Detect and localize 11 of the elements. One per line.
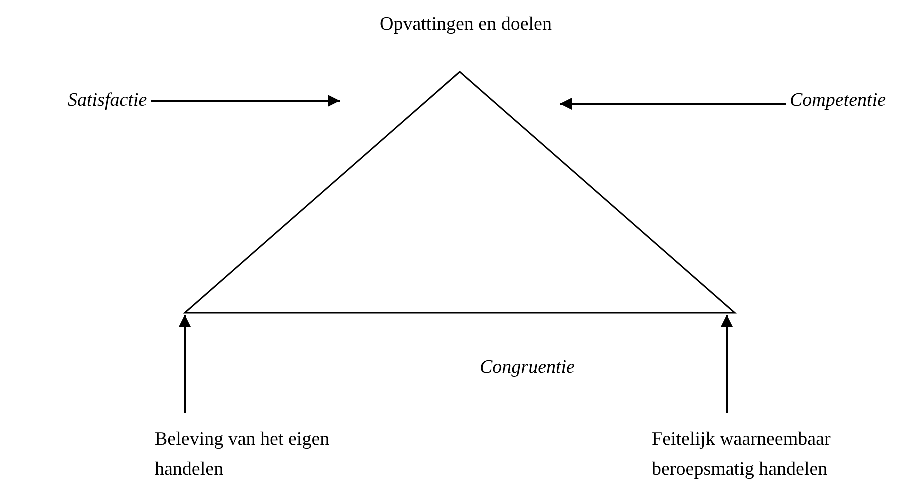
term-label: Satisfactie xyxy=(68,89,148,113)
triangle-outline xyxy=(185,72,735,313)
arrow xyxy=(151,95,340,107)
arrow xyxy=(721,315,733,413)
arrow xyxy=(560,98,786,110)
base-label: Congruentie xyxy=(480,356,575,380)
node-label: Beleving van het eigen handelen xyxy=(155,428,331,482)
node-label: Feitelijk waarneembaar beroepsmatig handelen xyxy=(652,428,832,482)
node-label: Opvattingen en doelen xyxy=(378,13,553,37)
arrow xyxy=(179,315,191,413)
term-label: Competentie xyxy=(790,89,886,113)
